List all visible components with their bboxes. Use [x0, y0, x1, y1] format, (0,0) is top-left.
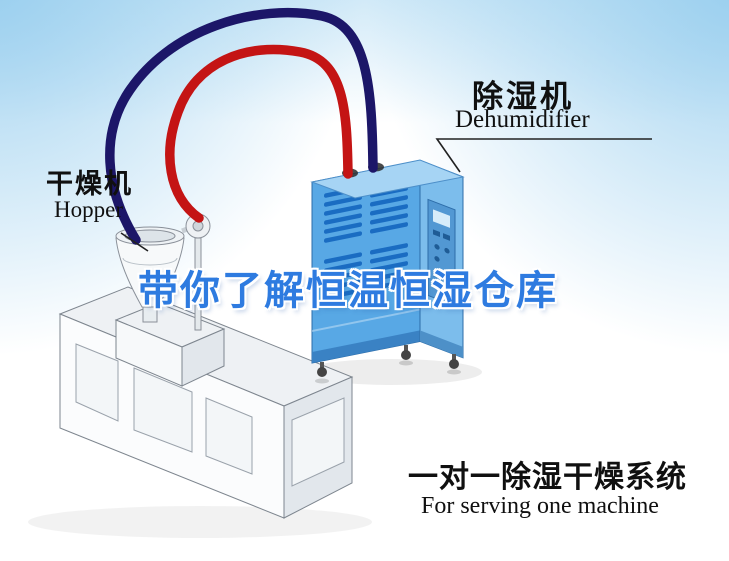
return-pipe — [105, 7, 378, 245]
panel-switch — [443, 233, 450, 241]
dehumidifier-top-face — [310, 159, 465, 199]
caption-en: For serving one machine — [421, 493, 659, 519]
dryer-label-en: Hopper — [54, 197, 123, 222]
feedbox-side-face — [181, 328, 225, 387]
extruder-machine — [58, 286, 354, 519]
dryer-label-zh: 干燥机 — [46, 169, 133, 199]
supply-pipe — [165, 44, 353, 223]
hopper-band — [122, 257, 178, 266]
caption-zh: 一对一除湿干燥系统 — [408, 461, 687, 494]
dehumidifier-machine — [310, 159, 465, 384]
dehumidifier-label-en: Dehumidifier — [455, 106, 590, 133]
vent-grid — [324, 177, 408, 300]
dehumidifier-leader-line — [435, 138, 652, 173]
dehumidifier-side-face — [419, 159, 464, 359]
panel-button — [434, 256, 440, 262]
panel-switch — [433, 229, 440, 238]
pipes — [105, 7, 378, 245]
panel-vent — [433, 269, 450, 283]
panel-button — [444, 247, 450, 254]
watermark-text: 带你了解恒温恒湿仓库 — [138, 269, 558, 313]
control-panel — [427, 198, 456, 307]
hopper-neck — [142, 306, 158, 323]
panel-button — [434, 244, 440, 250]
leader-lines — [120, 138, 652, 252]
panel-display — [433, 209, 450, 228]
caster-wheels — [315, 345, 461, 384]
hopper-cone — [115, 237, 185, 308]
extruder-panels — [75, 343, 345, 487]
dryer-leader-line — [120, 232, 149, 252]
dehumidifier-label-zh: 除湿机 — [472, 79, 574, 114]
